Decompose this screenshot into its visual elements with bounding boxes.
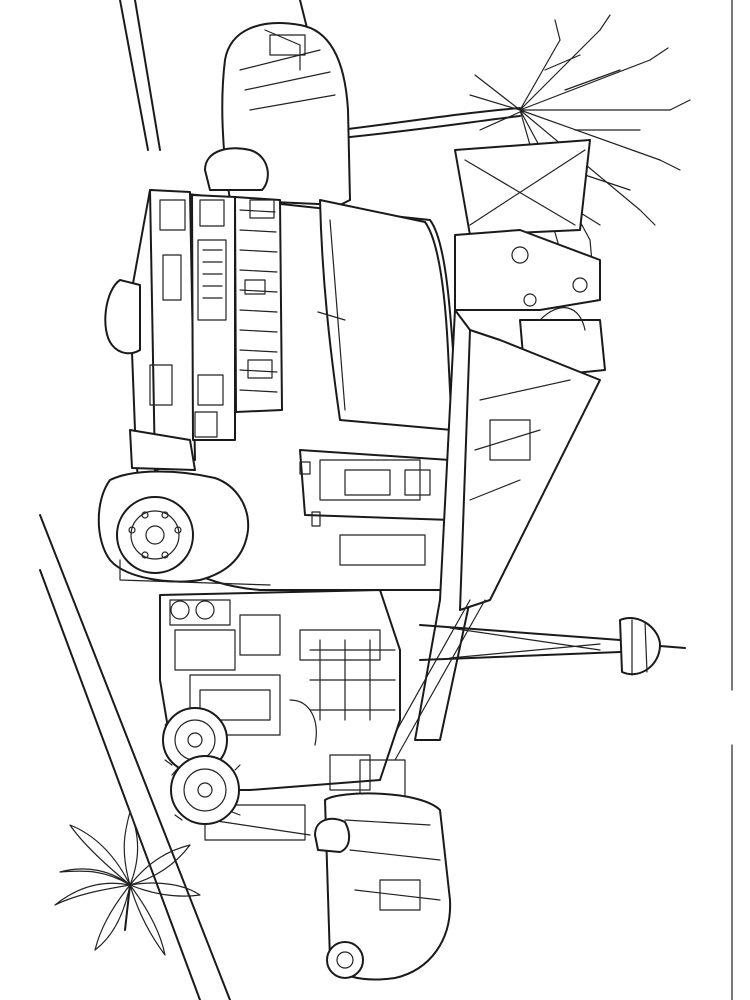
sedan-bottom [314,792,452,981]
truck-cab [129,189,462,591]
front-wheels [97,279,271,586]
space-needle-tower [419,617,686,676]
rear-wheels [162,707,241,825]
palm-plant [54,811,201,956]
road-lines [39,0,331,1000]
bare-tree [339,14,691,263]
crane-boom [379,139,606,761]
sedan-top [204,22,351,206]
